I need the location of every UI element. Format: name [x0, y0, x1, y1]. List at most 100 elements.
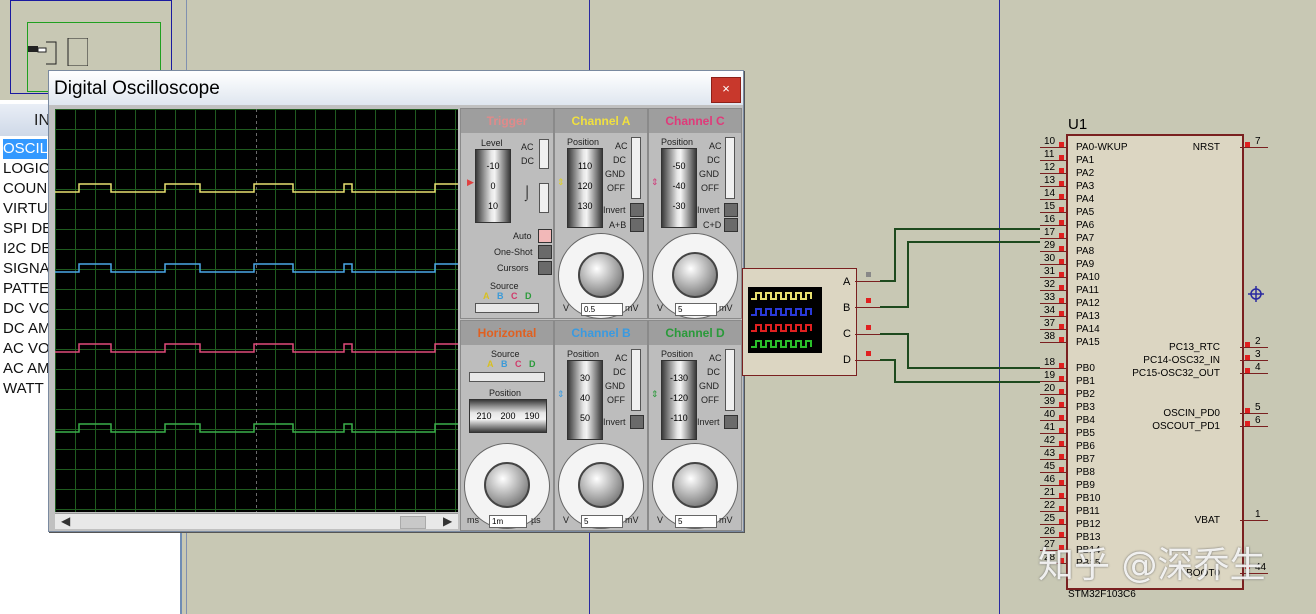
channel-b-position-scale[interactable]: 30 40 50 [567, 360, 603, 440]
mcu-reference: U1 [1068, 116, 1088, 133]
palette-item[interactable]: DC AM [3, 320, 51, 337]
cursors-label: Cursors [497, 263, 529, 273]
palette-item[interactable]: COUN [3, 180, 48, 197]
sheet-grid-line [999, 0, 1000, 614]
trace-channel-d [55, 423, 458, 433]
source-a[interactable]: A [483, 291, 490, 301]
pin-label: PA7 [1076, 233, 1095, 244]
pin-number: 30 [1044, 253, 1056, 264]
invert-button[interactable] [724, 415, 738, 429]
palette-item[interactable]: PATTE [3, 280, 50, 297]
channel-b-coupling-switch[interactable] [631, 349, 641, 411]
pin-marker [1059, 376, 1064, 381]
palette-item[interactable]: LOGIC [3, 160, 50, 177]
palette-item[interactable]: AC AM [3, 360, 50, 377]
stm32-chip[interactable] [1066, 134, 1244, 590]
pin-lead [1040, 381, 1066, 382]
probe-pin-d: D [843, 354, 851, 366]
trigger-source-slider[interactable] [475, 303, 539, 313]
pin-marker [1059, 220, 1064, 225]
pin-label: PC14-OSC32_IN [1143, 355, 1220, 366]
pin-marker [1245, 142, 1250, 147]
probe-pin-a: A [843, 276, 851, 288]
timebase-value-field[interactable]: 1m [489, 515, 527, 528]
cursors-button[interactable] [538, 261, 552, 275]
trigger-level-scale[interactable]: -10 0 10 [475, 149, 511, 223]
palette-item[interactable]: VIRTU [3, 200, 48, 217]
palette-item[interactable]: I2C DE [3, 240, 52, 257]
oneshot-button[interactable] [538, 245, 552, 259]
trigger-coupling-switch[interactable] [539, 139, 549, 169]
pin-number: 6 [1255, 415, 1261, 426]
sum-button[interactable] [630, 218, 644, 232]
channel-c-position-scale[interactable]: -50 -40 -30 [661, 148, 697, 228]
palette-item[interactable]: AC VO [3, 340, 50, 357]
auto-button[interactable] [538, 229, 552, 243]
pin-marker [1059, 181, 1064, 186]
channel-a-position-scale[interactable]: 110 120 130 [567, 148, 603, 228]
volts-value-field[interactable]: 5 [675, 303, 717, 316]
source-c[interactable]: C [515, 359, 522, 369]
pin-label: PA2 [1076, 168, 1095, 179]
trigger-edge-switch[interactable] [539, 183, 549, 213]
source-d[interactable]: D [525, 291, 532, 301]
window-titlebar[interactable]: Digital Oscilloscope × [49, 71, 743, 105]
channel-d-volts-knob[interactable] [672, 462, 718, 508]
pin-lead [1040, 251, 1066, 252]
channel-c-volts-knob[interactable] [672, 252, 718, 298]
channel-d-position-scale[interactable]: -130 -120 -110 [661, 360, 697, 440]
invert-label: Invert [697, 205, 720, 215]
invert-label: Invert [603, 417, 626, 427]
source-b[interactable]: B [501, 359, 508, 369]
pin-label: PA10 [1076, 272, 1100, 283]
pin-label: PA4 [1076, 194, 1095, 205]
horizontal-position-scale[interactable]: 210 200 190 [469, 399, 547, 433]
oscilloscope-window[interactable]: Digital Oscilloscope × ◀ ▶ Trigger Level… [48, 70, 744, 532]
palette-item[interactable]: OSCIL [3, 139, 49, 159]
pin-number: 7 [1255, 136, 1261, 147]
palette-item[interactable]: SPI DE [3, 220, 53, 237]
pin-lead [1240, 426, 1268, 427]
volts-value-field[interactable]: 5 [675, 515, 717, 528]
volts-value-field[interactable]: 0.5 [581, 303, 623, 316]
channel-d-coupling-switch[interactable] [725, 349, 735, 411]
invert-button[interactable] [630, 415, 644, 429]
channel-b-volts-knob[interactable] [578, 462, 624, 508]
scroll-right-icon[interactable]: ▶ [443, 514, 453, 528]
invert-button[interactable] [630, 203, 644, 217]
pin-lead [1040, 472, 1066, 473]
scroll-left-icon[interactable]: ◀ [61, 514, 71, 528]
channel-d-title: Channel D [649, 321, 741, 345]
source-b[interactable]: B [497, 291, 504, 301]
pin-marker [1059, 363, 1064, 368]
palette-item[interactable]: DC VO [3, 300, 51, 317]
pin-marker [1245, 355, 1250, 360]
scroll-thumb[interactable] [400, 516, 426, 529]
channel-c-coupling-switch[interactable] [725, 137, 735, 199]
pin-lead [1240, 360, 1268, 361]
scope-screen[interactable] [55, 109, 458, 512]
horizontal-source-slider[interactable] [469, 372, 545, 382]
horizontal-scrollbar[interactable]: ◀ ▶ [55, 513, 458, 529]
volts-label: V [563, 303, 570, 313]
source-c[interactable]: C [511, 291, 518, 301]
tick-label: -110 [670, 413, 688, 423]
close-button[interactable]: × [711, 77, 741, 103]
pin-number: 31 [1044, 266, 1056, 277]
pin-number: 21 [1044, 487, 1056, 498]
sum-button[interactable] [724, 218, 738, 232]
invert-button[interactable] [724, 203, 738, 217]
volts-value-field[interactable]: 5 [581, 515, 623, 528]
channel-a-coupling-switch[interactable] [631, 137, 641, 199]
palette-item[interactable]: SIGNA [3, 260, 50, 277]
window-title: Digital Oscilloscope [54, 78, 220, 99]
source-d[interactable]: D [529, 359, 536, 369]
pin-label: PB10 [1076, 493, 1101, 504]
timebase-knob[interactable] [484, 462, 530, 508]
source-a[interactable]: A [487, 359, 494, 369]
channel-a-volts-knob[interactable] [578, 252, 624, 298]
pin-lead [1040, 173, 1066, 174]
palette-item[interactable]: WATT [3, 380, 44, 397]
tick-label: -10 [486, 161, 500, 171]
pin-label: PB5 [1076, 428, 1095, 439]
